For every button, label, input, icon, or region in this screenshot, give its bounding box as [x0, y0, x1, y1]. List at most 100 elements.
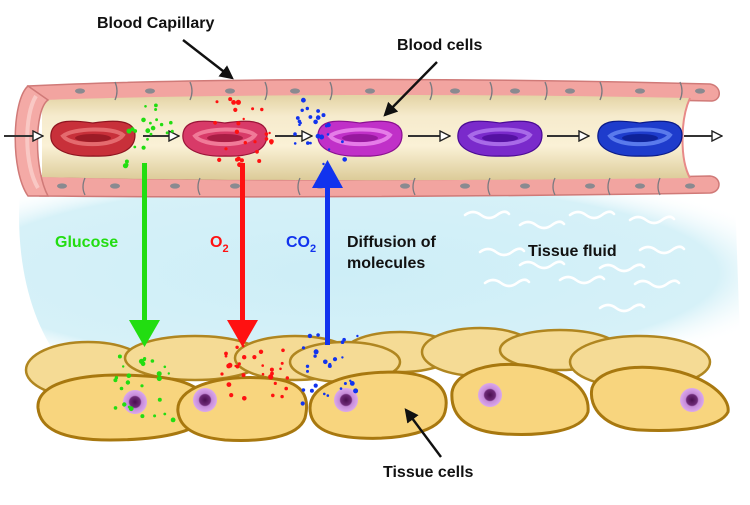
oxygen-molecule — [285, 376, 289, 380]
oxygen-molecule — [241, 373, 246, 378]
wall-cell-nucleus — [635, 88, 645, 94]
glucose-molecule — [140, 384, 144, 388]
co2-label-main: CO — [286, 234, 310, 251]
wall-cell-divider — [599, 81, 603, 101]
wall-cell-divider — [552, 177, 556, 196]
oxygen-label-main: O — [210, 234, 223, 251]
oxygen-molecule — [242, 355, 247, 360]
fluid-wave — [598, 303, 646, 313]
oxygen-molecule — [237, 362, 241, 366]
co2-molecule — [332, 357, 338, 362]
tissue-cell — [589, 365, 730, 432]
co2-molecule — [305, 364, 310, 368]
blood-cell-rim — [327, 127, 393, 147]
fluid-wave — [558, 275, 606, 285]
fluid-wave — [463, 210, 511, 220]
blood-cell-center — [342, 134, 378, 142]
wall-cell-divider — [657, 177, 661, 196]
glucose-molecule — [125, 163, 129, 167]
tissue-cell — [450, 362, 590, 436]
wall-cell-nucleus — [460, 183, 470, 189]
glucose-molecule — [159, 122, 164, 127]
oxygen-molecule — [279, 367, 282, 371]
glucose-molecule — [154, 108, 158, 111]
oxygen-molecule — [213, 120, 218, 125]
co2-molecule — [295, 116, 300, 120]
capillary-opening-left — [14, 85, 50, 197]
capillary-rim-highlight — [25, 94, 40, 190]
glucose-molecule — [156, 376, 162, 382]
tissue-cell-nucleus — [478, 383, 502, 407]
co2-molecule — [307, 333, 313, 339]
wall-cell-divider — [429, 81, 433, 101]
wall-cell-nucleus — [510, 88, 520, 94]
co2-molecule — [315, 133, 321, 139]
wall-cell-divider — [679, 81, 683, 101]
oxygen-molecule — [281, 348, 285, 353]
oxygen-molecule — [253, 140, 257, 144]
wall-cell-divider — [197, 177, 201, 196]
co2-molecule — [349, 379, 352, 382]
fluid-wave — [628, 215, 676, 225]
co2-molecule — [341, 140, 344, 144]
oxygen-molecule — [235, 157, 239, 162]
oxygen-molecule — [258, 349, 264, 354]
co2-label-subscript: 2 — [310, 243, 317, 255]
oxygen-molecule — [227, 362, 233, 368]
tissue-cell-nucleus — [123, 390, 147, 414]
capillary-opening-right — [681, 97, 691, 179]
glucose-molecule — [126, 373, 132, 379]
glucose-molecule — [170, 129, 174, 133]
blood-capillary — [14, 78, 720, 198]
blood-cell-rim — [192, 127, 258, 147]
wall-cell-divider — [489, 81, 493, 101]
purple-blood-cell — [457, 120, 543, 157]
diffusion-label-line2: molecules — [347, 255, 426, 272]
co2-molecule — [313, 383, 318, 388]
blood-cells-label: Blood cells — [397, 37, 483, 54]
glucose-molecule — [144, 105, 147, 108]
glucose-molecule — [146, 137, 149, 141]
oxygen-molecule — [264, 132, 269, 136]
glucose-molecule — [141, 145, 146, 150]
glucose-molecule — [149, 121, 152, 125]
glucose-molecule — [113, 378, 118, 383]
fluid-wave-marks — [463, 210, 686, 313]
glucose-molecule — [119, 386, 124, 391]
oxygen-molecule — [236, 121, 241, 126]
oxygen-molecule — [270, 371, 274, 376]
wall-cell-nucleus — [365, 88, 375, 94]
glucose-molecule — [122, 402, 127, 407]
co2-molecule — [293, 132, 297, 136]
oxygen-molecule — [268, 374, 274, 380]
co2-molecule — [343, 382, 347, 385]
oxygen-arrow — [227, 163, 258, 347]
co2-molecule — [313, 349, 319, 355]
wall-cell-divider — [544, 81, 548, 101]
fluid-wave — [518, 260, 566, 270]
oxygen-molecule — [215, 100, 219, 104]
co2-molecule — [313, 354, 317, 358]
tissue-fluid-label: Tissue fluid — [528, 243, 617, 260]
oxygen-molecule — [261, 372, 265, 376]
glucose-molecule — [150, 125, 156, 131]
co2-molecule — [316, 109, 320, 113]
oxygen-molecule — [243, 141, 247, 145]
fluid-wave — [483, 278, 531, 288]
fluid-wave — [568, 210, 616, 220]
co2-arrow — [312, 160, 343, 345]
oxygen-label: O2 — [210, 233, 229, 255]
glucose-molecule — [125, 380, 131, 385]
glucose-molecule — [150, 359, 155, 363]
glucose-molecule — [128, 406, 134, 412]
glucose-arrow — [129, 163, 160, 347]
glucose-molecule — [130, 127, 135, 132]
co2-molecule — [356, 334, 359, 338]
diffusion-arrows — [129, 160, 343, 347]
wall-cell-nucleus — [565, 88, 575, 94]
oxygen-molecule — [234, 129, 240, 134]
oxygen-molecule — [260, 107, 264, 112]
oxygen-molecule — [242, 117, 245, 121]
wall-cell-nucleus — [57, 183, 67, 189]
